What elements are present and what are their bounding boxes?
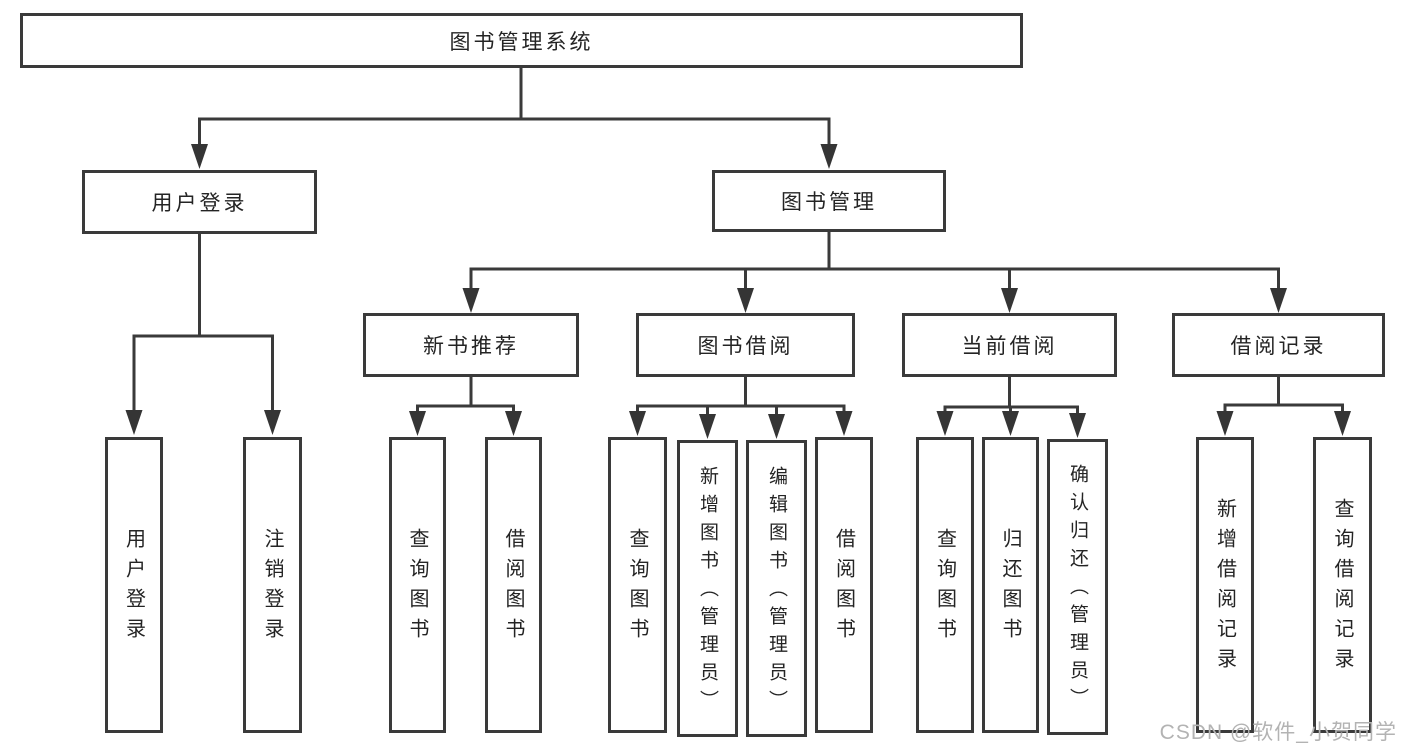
leaf-edit-book-admin-label: 编辑图书（管理员） [766, 465, 787, 718]
leaf-current-query-books: 查询图书 [916, 437, 974, 733]
leaf-borrow-borrow-books-label: 借阅图书 [832, 528, 855, 648]
node-current-borrow-label: 当前借阅 [961, 335, 1058, 358]
leaf-logout-label: 注销登录 [261, 528, 283, 648]
leaf-query-borrow-record: 查询借阅记录 [1313, 437, 1372, 733]
leaf-newbooks-borrow-books-label: 借阅图书 [502, 528, 524, 648]
csdn-watermark: CSDN @软件_小贺同学 [1159, 721, 1397, 744]
leaf-add-book-admin-label: 新增图书（管理员） [697, 465, 718, 718]
node-new-book-recommend-label: 新书推荐 [423, 335, 519, 358]
leaf-add-borrow-record-label: 新增借阅记录 [1213, 498, 1236, 678]
leaf-query-borrow-record-label: 查询借阅记录 [1331, 498, 1353, 678]
leaf-newbooks-query-books: 查询图书 [389, 437, 446, 733]
node-borrow-records-label: 借阅记录 [1230, 335, 1327, 358]
node-user-login: 用户登录 [82, 170, 317, 234]
node-user-login-label: 用户登录 [151, 192, 248, 215]
node-borrow-records: 借阅记录 [1172, 313, 1385, 377]
leaf-newbooks-borrow-books: 借阅图书 [485, 437, 542, 733]
leaf-logout: 注销登录 [243, 437, 302, 733]
leaf-user-login: 用户登录 [105, 437, 163, 733]
node-book-borrow: 图书借阅 [636, 313, 855, 377]
node-current-borrow: 当前借阅 [902, 313, 1117, 377]
leaf-edit-book-admin: 编辑图书（管理员） [746, 440, 807, 737]
node-root-label: 图书管理系统 [449, 30, 594, 54]
leaf-return-books-label: 归还图书 [999, 528, 1021, 648]
leaf-borrow-query-books: 查询图书 [608, 437, 667, 733]
leaf-borrow-borrow-books: 借阅图书 [815, 437, 873, 733]
leaf-borrow-query-books-label: 查询图书 [626, 528, 648, 648]
node-root: 图书管理系统 [20, 13, 1023, 68]
leaf-return-books: 归还图书 [982, 437, 1039, 733]
node-book-management: 图书管理 [712, 170, 946, 232]
node-book-management-label: 图书管理 [781, 191, 877, 214]
leaf-add-book-admin: 新增图书（管理员） [677, 440, 738, 737]
leaf-confirm-return-admin: 确认归还（管理员） [1047, 439, 1108, 735]
node-book-borrow-label: 图书借阅 [697, 335, 794, 358]
leaf-add-borrow-record: 新增借阅记录 [1196, 437, 1254, 733]
leaf-confirm-return-admin-label: 确认归还（管理员） [1067, 464, 1088, 716]
leaf-user-login-label: 用户登录 [122, 528, 145, 648]
leaf-newbooks-query-books-label: 查询图书 [406, 528, 428, 648]
leaf-current-query-books-label: 查询图书 [933, 528, 956, 648]
node-new-book-recommend: 新书推荐 [363, 313, 579, 377]
